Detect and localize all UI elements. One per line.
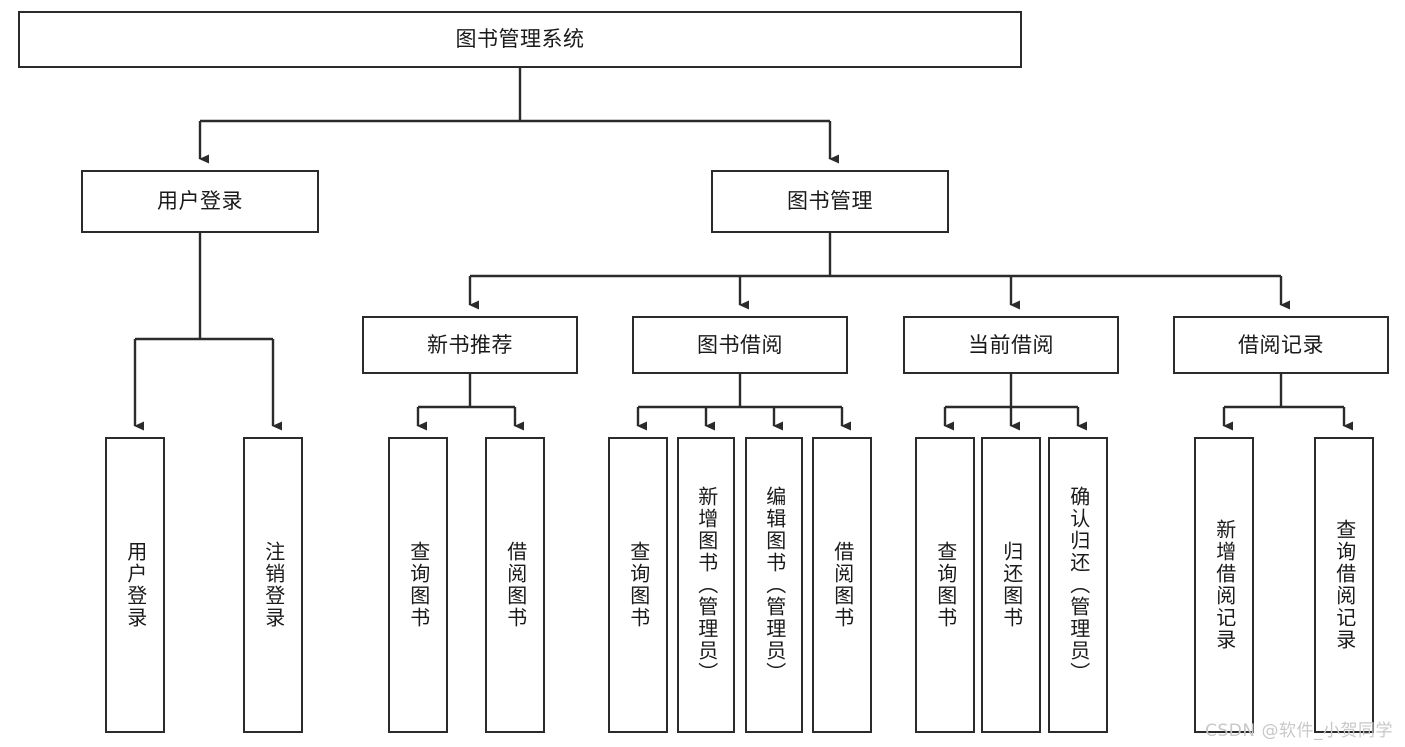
node-leaf-edit-book[interactable]: 编辑图书（管理员） xyxy=(745,437,803,733)
node-label: 借阅图书 xyxy=(830,541,855,629)
node-book-borrow[interactable]: 图书借阅 xyxy=(632,316,848,374)
node-leaf-borrow-book-2[interactable]: 借阅图书 xyxy=(812,437,872,733)
node-label: 借阅记录 xyxy=(1238,332,1324,357)
node-label: 归还图书 xyxy=(999,541,1024,629)
node-label: 当前借阅 xyxy=(968,332,1054,357)
node-book-manage[interactable]: 图书管理 xyxy=(711,170,949,233)
node-label: 查询图书 xyxy=(406,541,431,629)
node-label: 新书推荐 xyxy=(427,332,513,357)
node-label: 查询图书 xyxy=(626,541,651,629)
node-leaf-query-record[interactable]: 查询借阅记录 xyxy=(1314,437,1374,733)
node-label: 用户登录 xyxy=(157,189,243,214)
node-leaf-add-record[interactable]: 新增借阅记录 xyxy=(1194,437,1254,733)
node-label: 查询图书 xyxy=(933,541,958,629)
node-label: 确认归还（管理员） xyxy=(1066,486,1091,684)
node-label: 图书管理 xyxy=(787,189,873,214)
node-user-login[interactable]: 用户登录 xyxy=(81,170,319,233)
node-leaf-logout[interactable]: 注销登录 xyxy=(243,437,303,733)
node-leaf-return-book[interactable]: 归还图书 xyxy=(981,437,1041,733)
node-leaf-borrow-book-1[interactable]: 借阅图书 xyxy=(485,437,545,733)
node-borrow-record[interactable]: 借阅记录 xyxy=(1173,316,1389,374)
node-label: 借阅图书 xyxy=(503,541,528,629)
node-leaf-add-book[interactable]: 新增图书（管理员） xyxy=(677,437,735,733)
csdn-watermark: CSDN @软件_小贺同学 xyxy=(1205,721,1393,741)
node-leaf-query-book-3[interactable]: 查询图书 xyxy=(915,437,975,733)
node-label: 用户登录 xyxy=(123,541,148,629)
node-leaf-query-book-2[interactable]: 查询图书 xyxy=(608,437,668,733)
node-leaf-confirm-return[interactable]: 确认归还（管理员） xyxy=(1048,437,1108,733)
node-current-borrow[interactable]: 当前借阅 xyxy=(903,316,1119,374)
node-label: 新增图书（管理员） xyxy=(694,486,719,684)
node-label: 查询借阅记录 xyxy=(1332,519,1357,651)
node-label: 图书借阅 xyxy=(697,332,783,357)
node-label: 注销登录 xyxy=(261,541,286,629)
node-leaf-query-book-1[interactable]: 查询图书 xyxy=(388,437,448,733)
node-leaf-user-login[interactable]: 用户登录 xyxy=(105,437,165,733)
node-label: 图书管理系统 xyxy=(455,27,585,52)
node-label: 编辑图书（管理员） xyxy=(762,486,787,684)
node-new-book-rec[interactable]: 新书推荐 xyxy=(362,316,578,374)
node-root[interactable]: 图书管理系统 xyxy=(18,11,1022,68)
node-label: 新增借阅记录 xyxy=(1212,519,1237,651)
